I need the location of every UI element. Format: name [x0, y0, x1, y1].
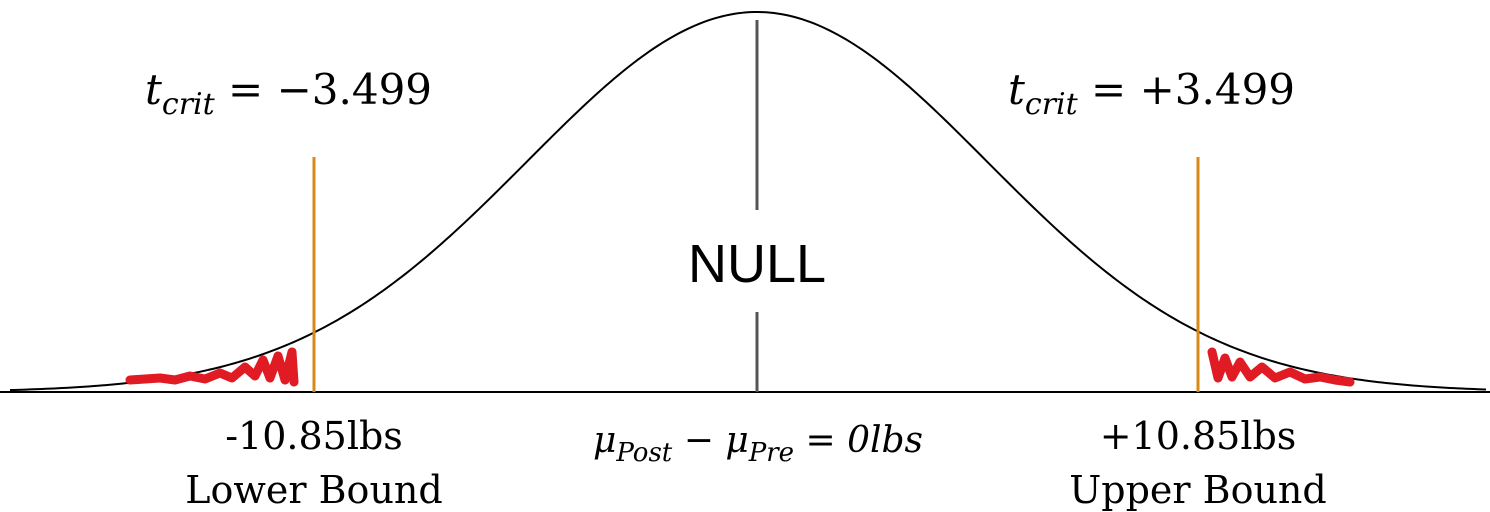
- lower-bound-value: -10.85lbs: [225, 414, 403, 458]
- t-critical-value: −3.499: [277, 65, 432, 114]
- t-subscript: crit: [162, 87, 216, 122]
- upper-t-critical-label: tcrit = +3.499: [1008, 65, 1295, 122]
- minus-sign: −: [672, 420, 725, 461]
- pre-subscript: Pre: [748, 438, 794, 468]
- mu-post-symbol: μ: [593, 420, 616, 461]
- mu-pre-symbol: μ: [725, 420, 748, 461]
- lower-bound-name: Lower Bound: [185, 468, 442, 512]
- upper-bound-value: +10.85lbs: [1100, 414, 1297, 458]
- mean-difference-formula: μPost − μPre = 0lbs: [593, 420, 923, 468]
- lower-rejection-region-mark: [125, 347, 299, 387]
- upper-bound-name: Upper Bound: [1069, 468, 1326, 512]
- t-symbol: t: [145, 65, 162, 114]
- t-subscript: crit: [1025, 87, 1079, 122]
- t-symbol: t: [1008, 65, 1025, 114]
- equals-sign: =: [1078, 65, 1140, 114]
- null-hypothesis-label: NULL: [688, 234, 826, 294]
- post-subscript: Post: [615, 438, 672, 468]
- upper-rejection-region-mark: [1207, 347, 1355, 387]
- lower-t-critical-label: tcrit = −3.499: [145, 65, 432, 122]
- equals-sign: =: [215, 65, 277, 114]
- normal-curve: [9, 10, 1487, 392]
- equals-zero-lbs: = 0lbs: [794, 420, 923, 461]
- t-critical-value: +3.499: [1140, 65, 1295, 114]
